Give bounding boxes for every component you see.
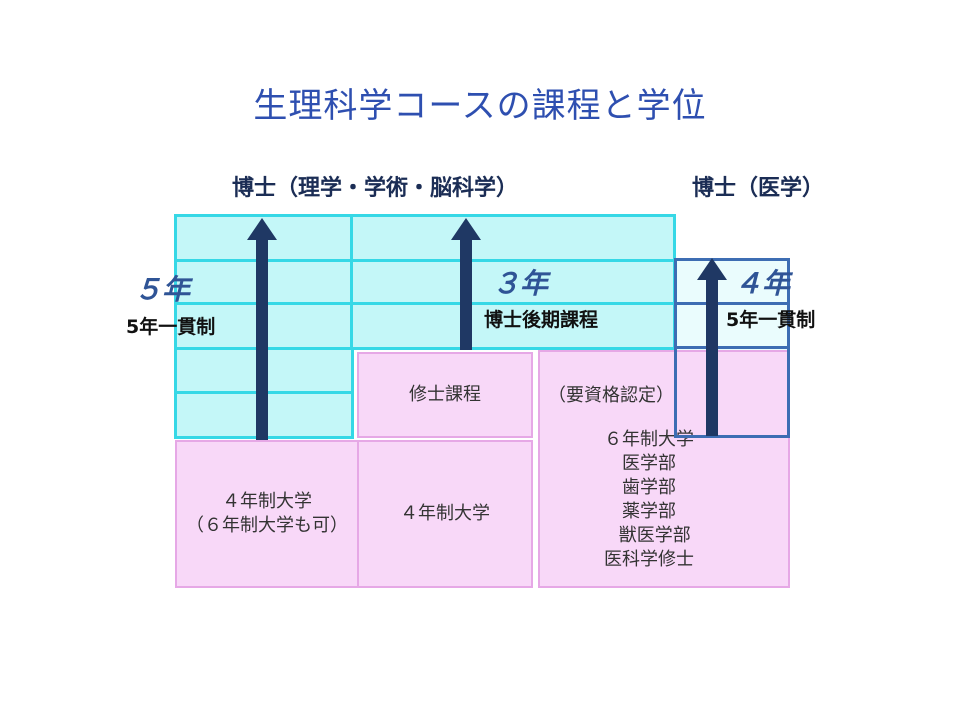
undergrad-right-line: 獣医学部 bbox=[607, 525, 691, 546]
qualification-label: （要資格認定） bbox=[548, 385, 674, 406]
undergrad-left-box: ４年制大学 （６年制大学も可） bbox=[175, 440, 359, 588]
masters-course-box: 修士課程 bbox=[357, 352, 533, 438]
undergrad-left-line1: ４年制大学 bbox=[222, 491, 312, 512]
three-years-label: ３年 bbox=[492, 267, 549, 300]
doctoral-latter-label: 博士後期課程 bbox=[484, 309, 599, 331]
undergrad-right-line: 薬学部 bbox=[622, 501, 676, 522]
five-integrated-right-label: 5年一貫制 bbox=[726, 309, 816, 331]
grid-line bbox=[174, 259, 676, 262]
page-title: 生理科学コースの課程と学位 bbox=[253, 86, 707, 126]
undergrad-middle-label: ４年制大学 bbox=[400, 503, 490, 524]
header-doctor-science: 博士（理学・学術・脳科学） bbox=[232, 176, 519, 201]
undergrad-right-box: （要資格認定） ６年制大学 医学部 歯学部 薬学部 獣医学部 医科学修士 bbox=[538, 350, 790, 588]
four-years-label: ４年 bbox=[734, 267, 791, 300]
undergrad-middle-box: ４年制大学 bbox=[357, 440, 533, 588]
undergrad-right-line: 医科学修士 bbox=[604, 549, 694, 570]
grid-line bbox=[350, 214, 353, 350]
header-doctor-medicine: 博士（医学） bbox=[692, 176, 825, 201]
undergrad-right-line: 歯学部 bbox=[622, 477, 676, 498]
arrow-up-icon bbox=[451, 218, 481, 350]
undergrad-right-line: ６年制大学 bbox=[604, 429, 694, 450]
undergrad-right-list: ６年制大学 医学部 歯学部 薬学部 獣医学部 医科学修士 bbox=[540, 428, 788, 572]
five-years-label: ５年 bbox=[134, 273, 191, 306]
masters-course-label: 修士課程 bbox=[409, 384, 481, 405]
grid-line bbox=[174, 302, 676, 305]
arrow-up-icon bbox=[697, 258, 727, 436]
undergrad-right-line: 医学部 bbox=[622, 453, 676, 474]
medicine-grid-border bbox=[674, 258, 790, 438]
undergrad-left-line2: （６年制大学も可） bbox=[186, 515, 348, 536]
arrow-up-icon bbox=[247, 218, 277, 440]
grid-line bbox=[674, 346, 790, 349]
grid-line bbox=[674, 302, 790, 305]
five-integrated-left-label: 5年一貫制 bbox=[126, 316, 216, 338]
